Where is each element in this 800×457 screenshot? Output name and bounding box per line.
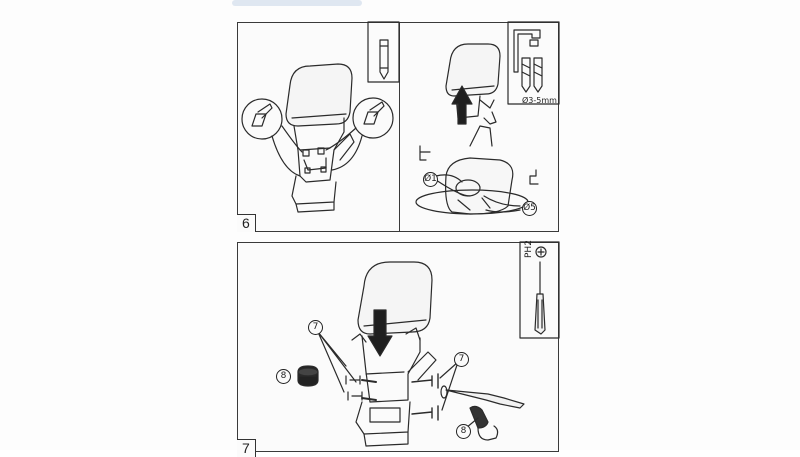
base-drawing-step6: [415, 111, 539, 215]
screwdriver-size-label: PH2: [524, 240, 534, 258]
screwdriver-icon: [519, 241, 560, 339]
drill-bits-icon: [507, 21, 560, 105]
hole-b-label: Ø5: [522, 201, 537, 216]
part-8-callout-left: 8: [276, 369, 291, 384]
part-8-callout-right: 8: [456, 424, 471, 439]
armrest-drawing-step7: [351, 261, 437, 447]
part-7-callout-right: 7: [454, 352, 469, 367]
armrest-drawing-step6: [285, 63, 355, 213]
hole-a-label: Ø1: [423, 172, 438, 187]
marker-right-icon: [325, 97, 394, 171]
down-arrow-icon: [367, 309, 393, 357]
scan-smudge: [232, 0, 362, 6]
part-7-callout-left: 7: [308, 320, 323, 335]
up-arrow-icon: [451, 85, 473, 125]
drill-size-label: Ø3-5mm: [522, 96, 557, 105]
pencil-icon: [367, 21, 400, 83]
armrest-drawing-lifted: [445, 43, 501, 119]
screw-parts-group: [297, 365, 525, 441]
step6-marking-panel: 6: [237, 22, 400, 232]
marker-left-icon: [241, 98, 303, 177]
step6-number: 6: [237, 214, 256, 232]
